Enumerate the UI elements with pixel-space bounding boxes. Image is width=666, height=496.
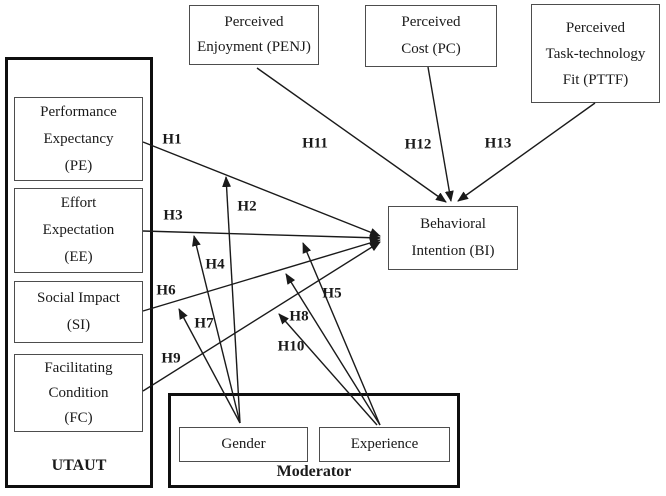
bi-line-2: Intention (BI) xyxy=(411,243,495,259)
arrow-label-h13: H13 xyxy=(484,135,512,152)
perceived-task-technology-fit-box: Perceived Task-technology Fit (PTTF) xyxy=(531,4,660,103)
pc-line-2: Cost (PC) xyxy=(401,41,461,57)
fc-line-1: Facilitating xyxy=(44,359,113,376)
arrow-label-h6: H6 xyxy=(156,282,176,299)
arrow-label-h10: H10 xyxy=(277,338,305,355)
gender-box: Gender xyxy=(179,427,308,462)
arrow-label-h5: H5 xyxy=(322,285,342,302)
arrow-label-h1: H1 xyxy=(162,131,182,148)
arrow-label-h12: H12 xyxy=(404,136,432,153)
pe-line-2: Expectancy xyxy=(43,130,114,147)
experience-label: Experience xyxy=(350,436,419,452)
ee-line-1: Effort xyxy=(60,195,97,211)
arrow-h6 xyxy=(142,238,381,312)
behavioral-intention-box: Behavioral Intention (BI) xyxy=(388,206,518,270)
ee-line-2: Expectation xyxy=(42,222,115,238)
gender-label: Gender xyxy=(221,436,266,452)
pe-line-1: Performance xyxy=(40,103,117,120)
arrow-label-h11: H11 xyxy=(302,135,328,152)
fc-line-2: Condition xyxy=(48,384,109,401)
arrow-label-h2: H2 xyxy=(237,198,257,215)
ee-line-3: (EE) xyxy=(64,249,93,265)
arrow-label-h9: H9 xyxy=(161,350,181,367)
arrow-h9 xyxy=(142,241,381,392)
arrow-label-h8: H8 xyxy=(289,308,309,325)
perceived-enjoyment-box: Perceived Enjoyment (PENJ) xyxy=(189,5,319,65)
si-line-2: (SI) xyxy=(66,317,91,333)
bi-line-1: Behavioral xyxy=(420,216,486,232)
arrow-h11 xyxy=(256,67,447,203)
performance-expectancy-box: Performance Expectancy (PE) xyxy=(14,97,143,181)
pc-line-1: Perceived xyxy=(401,14,461,30)
arrow-label-h7: H7 xyxy=(194,315,214,332)
moderator-group-label: Moderator xyxy=(276,463,352,480)
arrow-label-h3: H3 xyxy=(163,207,183,224)
arrow-h12 xyxy=(427,66,454,202)
perceived-cost-box: Perceived Cost (PC) xyxy=(365,5,497,67)
utaut-group-label: UTAUT xyxy=(51,457,107,474)
si-line-1: Social Impact xyxy=(37,290,120,306)
arrow-label-h4: H4 xyxy=(205,256,225,273)
pe-line-3: (PE) xyxy=(64,157,93,174)
experience-box: Experience xyxy=(319,427,450,462)
arrow-h13 xyxy=(457,102,596,202)
arrow-h3 xyxy=(142,230,381,243)
pttf-line-1: Perceived xyxy=(565,19,626,36)
pttf-line-3: Fit (PTTF) xyxy=(562,71,629,88)
penj-line-1: Perceived xyxy=(224,14,284,30)
penj-line-2: Enjoyment (PENJ) xyxy=(197,39,311,55)
social-impact-box: Social Impact (SI) xyxy=(14,281,143,343)
pttf-line-2: Task-technology xyxy=(545,45,646,62)
facilitating-condition-box: Facilitating Condition (FC) xyxy=(14,354,143,432)
fc-line-3: (FC) xyxy=(64,409,93,426)
effort-expectation-box: Effort Expectation (EE) xyxy=(14,188,143,273)
